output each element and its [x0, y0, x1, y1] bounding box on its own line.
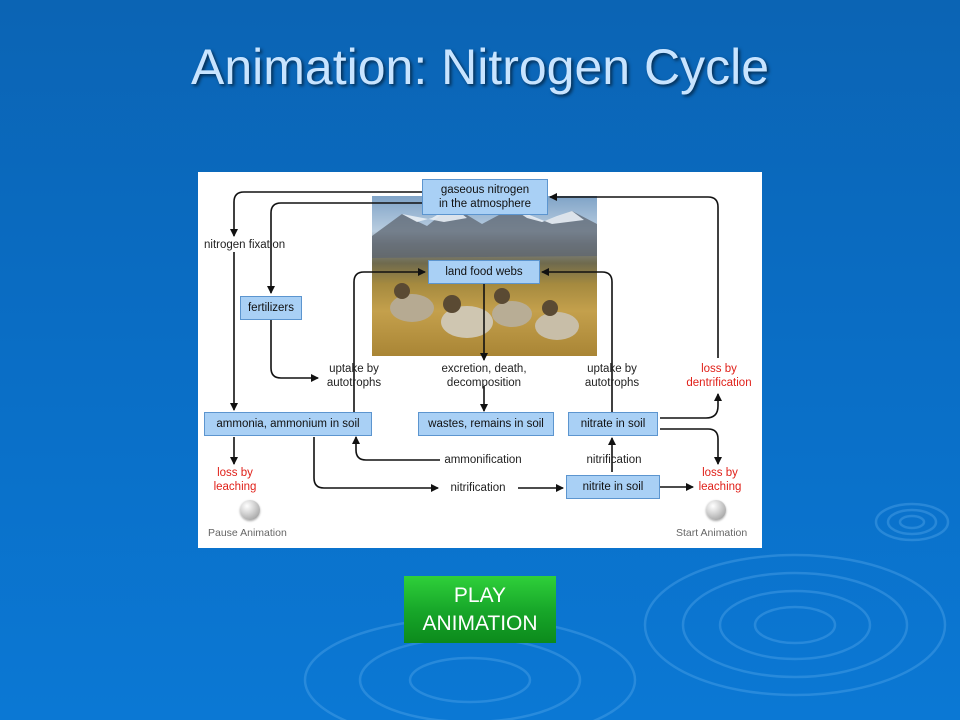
start-animation-label: Start Animation: [676, 527, 748, 539]
uptake-left-label: uptake by autotrophs: [326, 363, 382, 389]
ammonification-label: ammonification: [444, 454, 522, 466]
fertilizers-node: fertilizers: [240, 296, 302, 320]
pause-animation-label: Pause Animation: [208, 527, 287, 539]
gaseous-nitrogen-node: gaseous nitrogen in the atmosphere: [422, 179, 548, 215]
nitrification-lower-label: nitrification: [450, 482, 506, 494]
ammonia-node: ammonia, ammonium in soil: [204, 412, 372, 436]
loss-leaching-right-label: loss by leaching: [698, 467, 742, 493]
loss-leaching-left-label: loss by leaching: [213, 467, 257, 493]
nitrogen-cycle-diagram: gaseous nitrogen in the atmosphere land …: [198, 172, 762, 548]
nitrogen-fixation-label: nitrogen fixation: [204, 239, 286, 251]
photo-landscape-art: [372, 206, 597, 340]
nitrate-node: nitrate in soil: [568, 412, 658, 436]
nitrification-upper-label: nitrification: [586, 454, 642, 466]
uptake-right-label: uptake by autotrophs: [584, 363, 640, 389]
start-animation-button[interactable]: [706, 500, 726, 520]
pause-animation-button[interactable]: [240, 500, 260, 520]
loss-denitrification-label: loss by dentrification: [686, 363, 752, 389]
nitrite-node: nitrite in soil: [566, 475, 660, 499]
play-button-line2: ANIMATION: [422, 611, 538, 635]
slide-title: Animation: Nitrogen Cycle: [190, 39, 770, 95]
bighorn-sheep-photo: [372, 196, 597, 356]
wastes-node: wastes, remains in soil: [418, 412, 554, 436]
cycle-arrows: [230, 191, 722, 492]
land-food-webs-node: land food webs: [428, 260, 540, 284]
play-animation-button[interactable]: PLAY ANIMATION: [404, 576, 556, 643]
excretion-label: excretion, death, decomposition: [441, 363, 527, 389]
play-button-line1: PLAY: [453, 583, 507, 607]
